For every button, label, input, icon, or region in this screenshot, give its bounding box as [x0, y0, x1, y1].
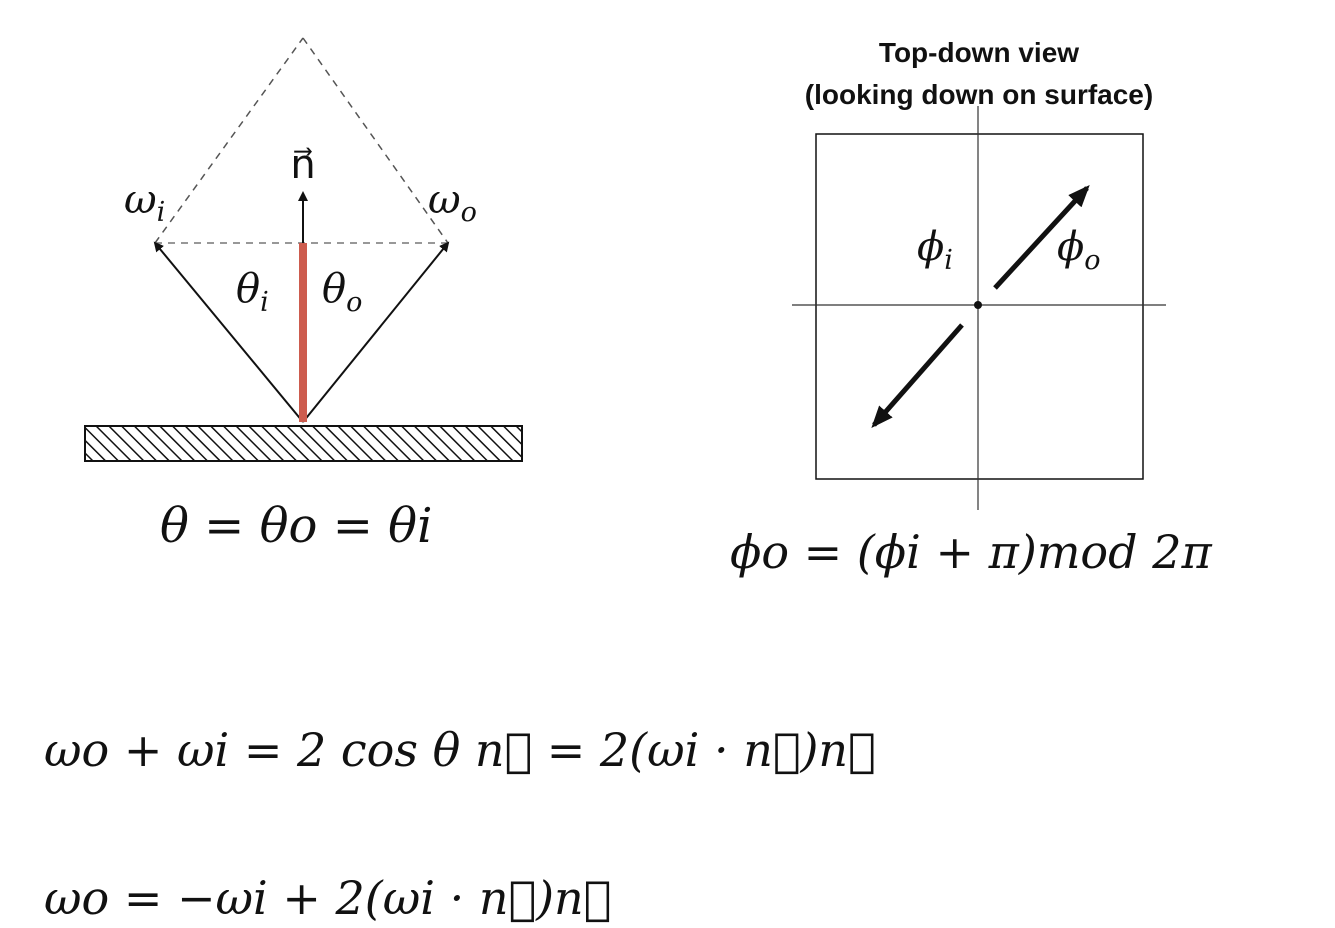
phi-i-label: ϕi [917, 224, 953, 276]
top-down-diagram: Top-down view (looking down on surface) … [730, 37, 1212, 579]
outgoing-label: ωo [428, 177, 477, 228]
parallelogram-left-edge [154, 37, 304, 244]
incident-label: ωi [124, 177, 165, 228]
surface-hatched [84, 425, 523, 462]
top-down-subtitle: (looking down on surface) [805, 79, 1153, 110]
parallelogram-right-edge [302, 37, 449, 244]
origin-dot [974, 301, 982, 309]
incident-azimuth-arrow [871, 323, 964, 429]
incident-arrow [153, 241, 304, 423]
equation-reflection: ωo = −ωi + 2(ωi · n⃗)n⃗ [44, 871, 611, 925]
top-down-title: Top-down view [879, 37, 1079, 68]
theta-equation: θ = θo = θi [160, 498, 432, 554]
reflection-equations: ωo + ωi = 2 cos θ n⃗ = 2(ωi · n⃗)n⃗ ωo =… [44, 723, 876, 925]
theta-i-label: θi [236, 266, 269, 318]
reflection-diagram: n⃗ ωi ωo θi θo θ = θo = θi [84, 37, 523, 554]
theta-o-label: θo [322, 266, 362, 318]
outgoing-arrow [302, 241, 450, 423]
outgoing-azimuth-arrow [993, 185, 1090, 290]
phi-o-label: ϕo [1057, 224, 1101, 276]
surface-square [815, 133, 1144, 480]
equation-sum: ωo + ωi = 2 cos θ n⃗ = 2(ωi · n⃗)n⃗ [44, 723, 876, 777]
normal-label: n⃗ [290, 142, 315, 188]
phi-equation: ϕo = (ϕi + π)mod 2π [730, 525, 1212, 579]
